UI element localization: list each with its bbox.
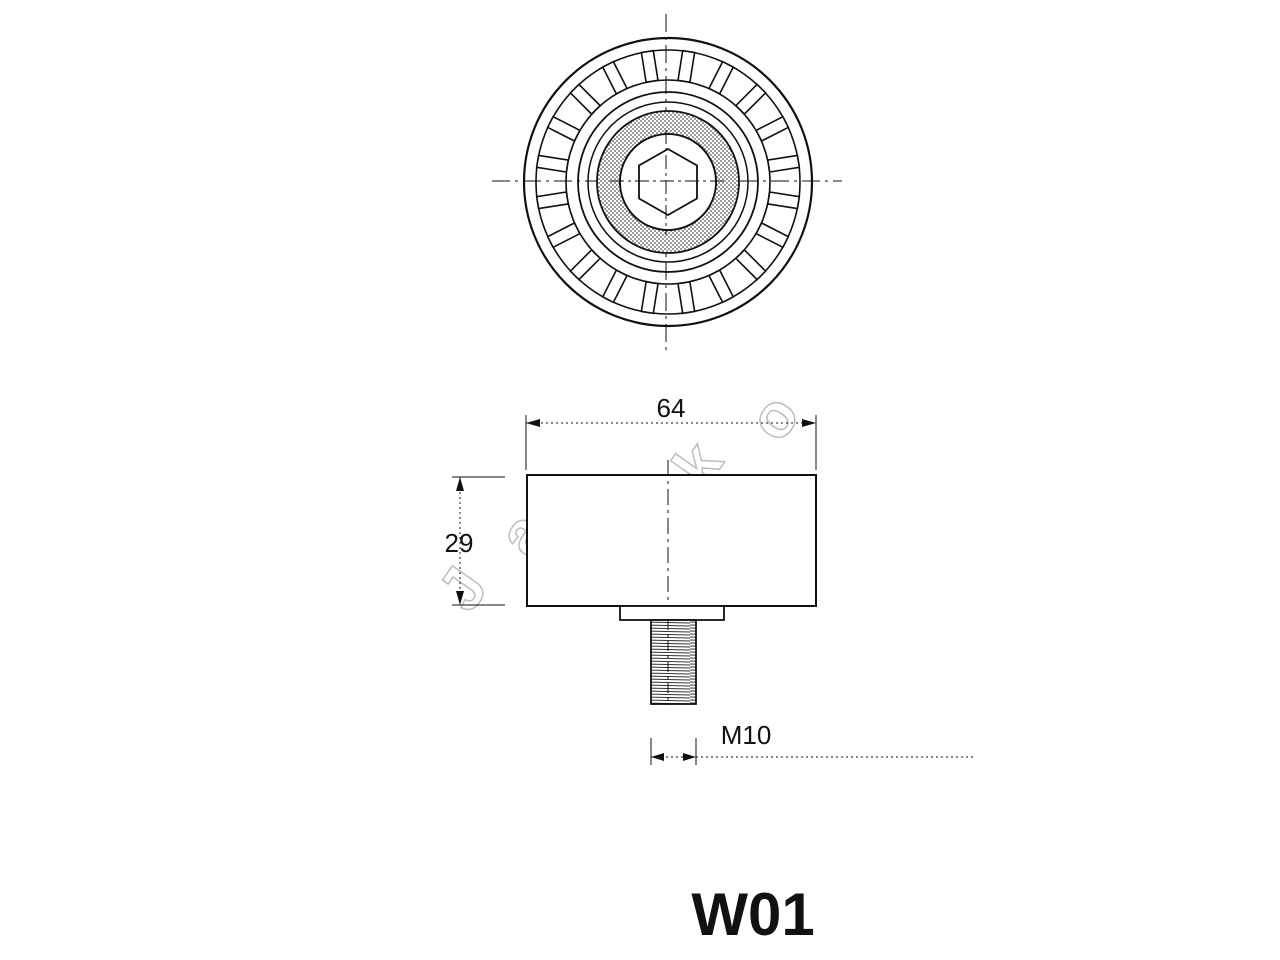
pulley-rib bbox=[601, 60, 629, 95]
width-dimension-label: 64 bbox=[657, 393, 686, 423]
pulley-rib bbox=[640, 280, 659, 315]
hub-inner-circle bbox=[587, 101, 749, 263]
pulley-rib bbox=[546, 221, 581, 249]
threaded-stud bbox=[650, 619, 697, 705]
pulley-rib bbox=[640, 49, 659, 84]
pulley-rib bbox=[707, 269, 735, 304]
pulley-rib bbox=[707, 60, 735, 95]
pulley-rib bbox=[535, 154, 570, 173]
dimension-height bbox=[452, 476, 505, 606]
pulley-rib bbox=[755, 221, 790, 249]
pulley-rib bbox=[677, 280, 696, 315]
pulley-rib bbox=[734, 248, 767, 281]
hex-socket bbox=[638, 147, 698, 217]
pulley-rib bbox=[677, 49, 696, 84]
thread-dimension-label: M10 bbox=[721, 720, 772, 750]
pulley-rib bbox=[546, 115, 581, 143]
hub-outer-circle bbox=[577, 91, 759, 273]
pulley-rib bbox=[535, 191, 570, 210]
pulley-rib bbox=[766, 154, 801, 173]
pulley-body bbox=[526, 474, 817, 607]
pulley-rib bbox=[755, 115, 790, 143]
pulley-ribs bbox=[535, 49, 801, 315]
dimension-width bbox=[525, 415, 817, 470]
pulley-rib-outer-circle bbox=[535, 49, 801, 315]
pulley-rib bbox=[734, 83, 767, 116]
pulley-rib bbox=[569, 248, 602, 281]
pulley-outer-rim bbox=[522, 36, 814, 328]
pulley-front-view bbox=[492, 14, 842, 350]
hub-collar bbox=[619, 605, 725, 621]
pulley-rib bbox=[601, 269, 629, 304]
pulley-rib bbox=[569, 83, 602, 116]
height-dimension-label: 29 bbox=[445, 528, 474, 558]
dimension-thread bbox=[650, 738, 976, 765]
pulley-rib bbox=[766, 191, 801, 210]
svg-text:J: J bbox=[425, 555, 501, 623]
svg-text:o: o bbox=[735, 382, 813, 453]
pulley-rib-inner-circle bbox=[565, 79, 771, 285]
pulley-side-view bbox=[526, 460, 817, 705]
part-number-label: W01 bbox=[691, 881, 814, 948]
